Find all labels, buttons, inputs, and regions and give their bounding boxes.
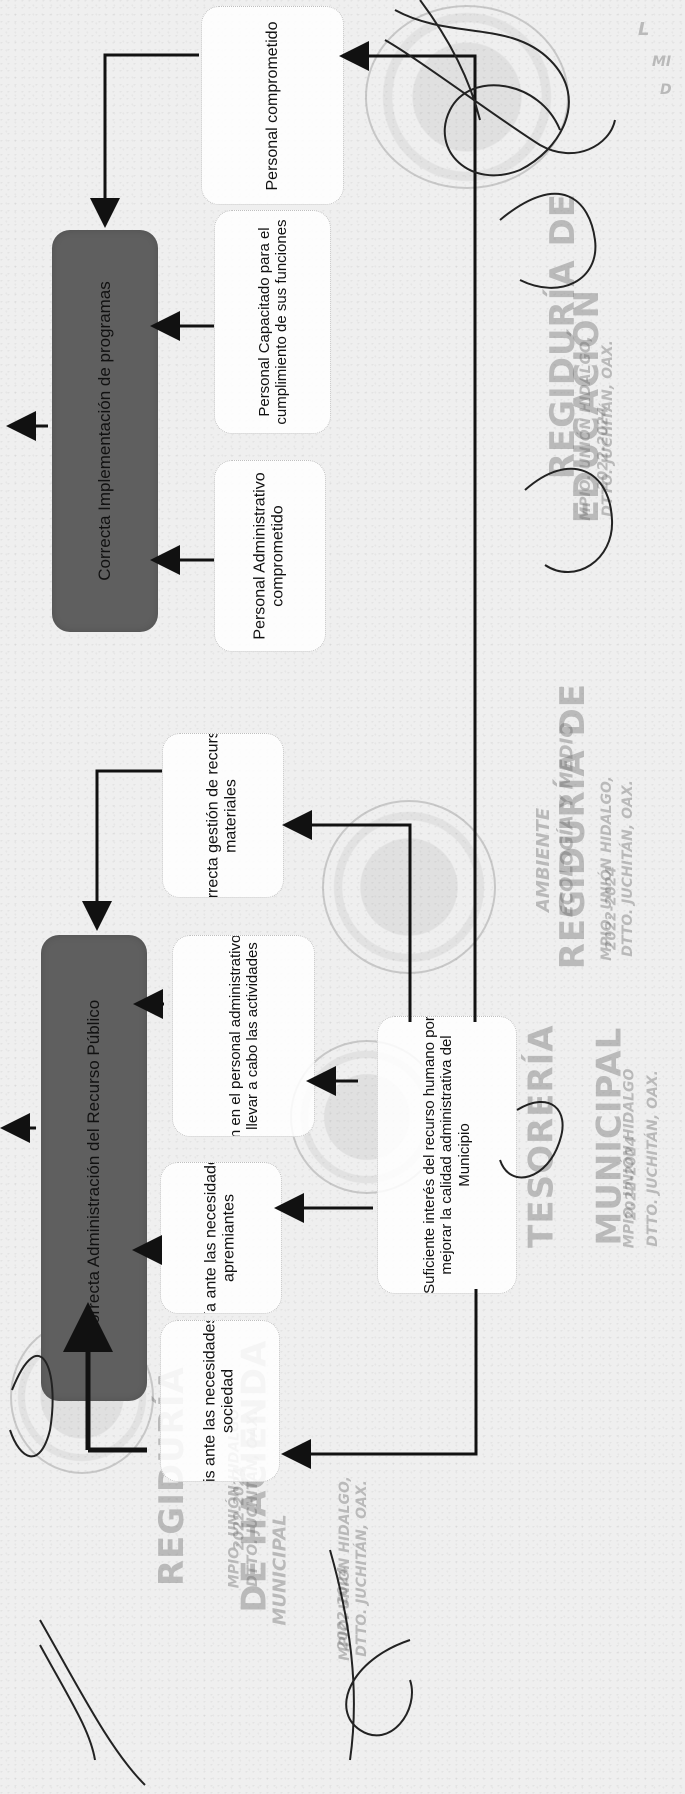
card-personal-administrativo: Personal Administrativo comprometido: [214, 460, 326, 652]
stamp-bottom-right-4: DTTO. JUCHITÁN, OAX.: [644, 1070, 661, 1247]
card-gestion-recursos-text: Correcta gestión de recursos materiales: [204, 733, 240, 898]
card-orden-personal-text: Orden en el personal administrativo para…: [226, 935, 261, 1137]
card-interes-recurso-humano-text: Suficiente interés del recurso humano po…: [421, 1016, 473, 1294]
stamp-corner-1: L: [638, 19, 650, 40]
stamp-bottom-left-9: 2022-2024: [335, 1566, 352, 1651]
seal-top-right: [365, 5, 569, 189]
card-interes-recurso-humano: Suficiente interés del recurso humano po…: [377, 1016, 517, 1294]
stamp-corner-2: MI: [652, 54, 672, 70]
stamp-bottom-right-3: MPIO. UNIÓN HIDALGO: [621, 1068, 638, 1249]
seal-middle-right: [322, 800, 496, 974]
card-personal-comprometido-text: Personal comprometido: [263, 21, 281, 190]
main-box-middle-label: Correcta Administración del Recurso Públ…: [84, 999, 103, 1337]
stamp-top-right-4: DTTO. JUCHITÁN, OAX.: [599, 340, 616, 517]
card-analisis-sociedad: Análisis ante las necesidades de la soci…: [160, 1320, 280, 1482]
stamp-top-right-3: MPIO. UNIÓN HIDALGO,: [577, 336, 594, 521]
stamp-bottom-right-1: TESORERÍA: [521, 1024, 562, 1248]
stamp-bottom-left-8: DTTO. JUCHITÁN, OAX.: [353, 1480, 370, 1657]
card-personal-administrativo-text: Personal Administrativo comprometido: [251, 472, 287, 640]
main-box-middle: Correcta Administración del Recurso Públ…: [41, 935, 147, 1401]
stamp-mid-right-1: REGIDURÍA DE: [552, 683, 593, 970]
stamp-mid-right-4: MPIO. UNIÓN HIDALGO,: [598, 776, 615, 961]
stamp-mid-right-2: ECOLOGÍA Y MEDIO: [556, 722, 578, 918]
connector-middle-top: [82, 769, 162, 931]
stamp-mid-right-6: 2022-2024: [603, 866, 620, 951]
card-empatia-text: Empatía ante las necesidades más apremia…: [202, 1162, 238, 1314]
card-personal-capacitado-text: Personal Capacitado para el cumplimiento…: [255, 219, 290, 425]
stamp-bottom-left-6: MUNICIPAL: [269, 1514, 291, 1626]
stamp-corner-3: D: [660, 82, 672, 98]
card-orden-personal: Orden en el personal administrativo para…: [172, 935, 315, 1137]
stamp-bottom-left-7: MPIO. UNIÓN HIDALGO,: [336, 1476, 353, 1661]
card-analisis-sociedad-text: Análisis ante las necesidades de la soci…: [201, 1320, 237, 1482]
card-personal-capacitado: Personal Capacitado para el cumplimiento…: [214, 210, 331, 434]
stamp-top-right-5: 2022-2024: [595, 406, 612, 491]
stamp-bottom-right-2: MUNICIPAL: [589, 1026, 630, 1246]
card-empatia: Empatía ante las necesidades más apremia…: [160, 1162, 282, 1314]
stamp-top-right-2: EDUCACIÓN: [567, 289, 607, 524]
main-box-top-label: Correcta Implementación de programas: [95, 281, 114, 581]
main-box-top: Correcta Implementación de programas: [52, 230, 158, 632]
stamp-mid-right-5: DTTO. JUCHITÁN, OAX.: [619, 780, 636, 957]
connector-bottom-left: [281, 1289, 478, 1469]
card-personal-comprometido: Personal comprometido: [201, 6, 344, 205]
card-gestion-recursos: Correcta gestión de recursos materiales: [162, 733, 284, 898]
stamp-bottom-right-5: 2022-2024: [623, 1136, 640, 1221]
stamp-mid-right-3: AMBIENTE: [533, 807, 555, 912]
stamp-top-right-1: REGIDURÍA DE: [542, 193, 583, 480]
connector-top-left: [90, 53, 199, 228]
